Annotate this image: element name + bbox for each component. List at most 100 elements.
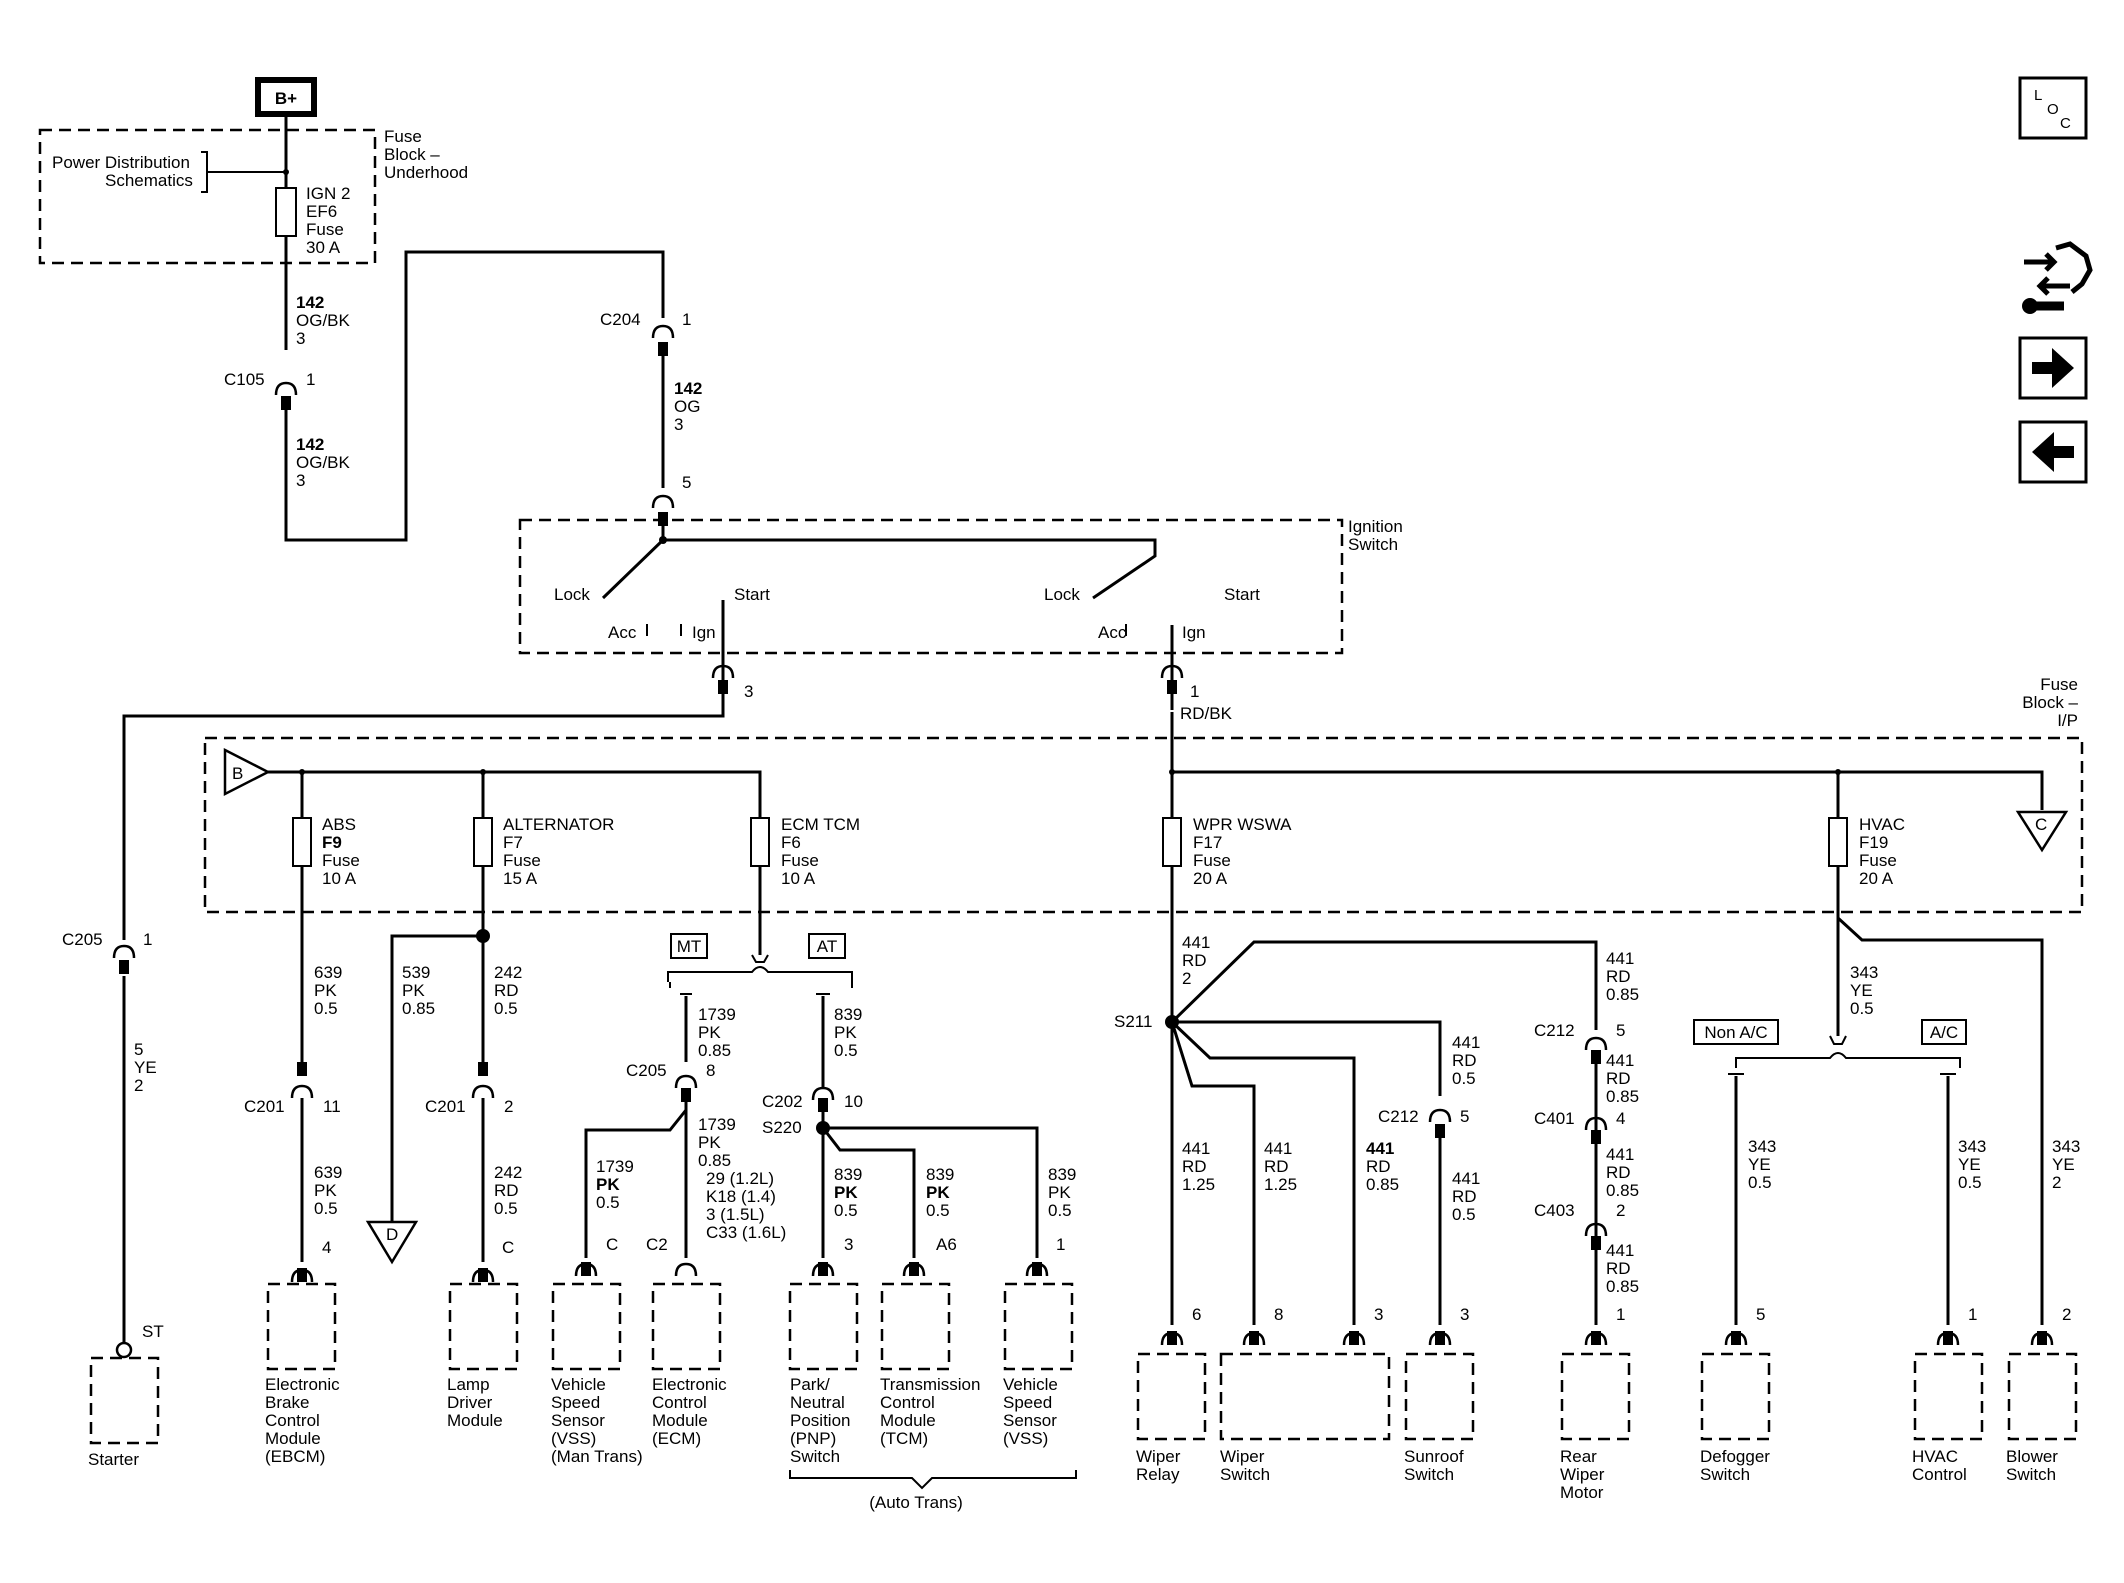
svg-text:C201: C201 bbox=[425, 1097, 466, 1116]
svg-text:0.5: 0.5 bbox=[1958, 1173, 1982, 1192]
svg-text:PK: PK bbox=[596, 1175, 620, 1194]
arrow-left-icon bbox=[2032, 432, 2074, 472]
svg-text:441: 441 bbox=[1606, 1145, 1634, 1164]
svg-text:Electronic: Electronic bbox=[652, 1375, 727, 1394]
starter-pin: ST bbox=[142, 1322, 164, 1341]
svg-text:0.5: 0.5 bbox=[1452, 1205, 1476, 1224]
svg-text:142: 142 bbox=[296, 293, 324, 312]
svg-text:Block –: Block – bbox=[384, 145, 440, 164]
svg-text:Ign: Ign bbox=[1182, 623, 1206, 642]
wire-rd-bk: RD/BK bbox=[1180, 704, 1233, 723]
blower-switch-label: Blower Switch bbox=[2006, 1447, 2058, 1484]
fuse-f17-wpr-wswa bbox=[1162, 817, 1182, 867]
tcm bbox=[880, 1282, 951, 1371]
wire-441-a: 441 RD 2 bbox=[1182, 933, 1210, 988]
svg-text:839: 839 bbox=[926, 1165, 954, 1184]
bus-c-triangle: C bbox=[2015, 810, 2069, 853]
svg-text:15 A: 15 A bbox=[503, 869, 538, 888]
auto-trans-label: (Auto Trans) bbox=[869, 1493, 963, 1512]
svg-text:Ign: Ign bbox=[692, 623, 716, 642]
svg-text:Switch: Switch bbox=[2006, 1465, 2056, 1484]
svg-text:RD: RD bbox=[1452, 1187, 1477, 1206]
svg-text:Vehicle: Vehicle bbox=[1003, 1375, 1058, 1394]
svg-text:Control: Control bbox=[265, 1411, 320, 1430]
svg-text:0.85: 0.85 bbox=[402, 999, 435, 1018]
svg-text:(PNP): (PNP) bbox=[790, 1429, 836, 1448]
svg-text:30 A: 30 A bbox=[306, 238, 341, 257]
tcm-label: Transmission Control Module (TCM) bbox=[880, 1375, 980, 1448]
svg-text:441: 441 bbox=[1452, 1169, 1480, 1188]
splice-s220: S220 bbox=[762, 1118, 802, 1137]
starter-label: Starter bbox=[88, 1450, 139, 1469]
svg-text:C205: C205 bbox=[626, 1061, 667, 1080]
hvac-control-pin: 1 bbox=[1968, 1305, 1977, 1324]
svg-text:0.5: 0.5 bbox=[926, 1201, 950, 1220]
next-page-button[interactable] bbox=[2018, 336, 2088, 400]
svg-text:5: 5 bbox=[682, 473, 691, 492]
fuse-block-ip-label: Fuse Block – I/P bbox=[2022, 675, 2078, 730]
wiper-relay bbox=[1136, 1352, 1207, 1441]
ebcm bbox=[266, 1282, 337, 1371]
vss-man-trans bbox=[551, 1282, 622, 1371]
wire-441-j: 441 RD 0.85 bbox=[1606, 1241, 1639, 1296]
svg-text:441: 441 bbox=[1606, 1241, 1634, 1260]
svg-text:(Man Trans): (Man Trans) bbox=[551, 1447, 643, 1466]
svg-text:Start: Start bbox=[734, 585, 770, 604]
pnp-pin: 3 bbox=[844, 1235, 853, 1254]
pnp-switch-label: Park/ Neutral Position (PNP) Switch bbox=[790, 1375, 850, 1466]
svg-text:I/P: I/P bbox=[2057, 711, 2078, 730]
splice-s211: S211 bbox=[1114, 1012, 1152, 1031]
svg-text:Fuse: Fuse bbox=[503, 851, 541, 870]
svg-text:20 A: 20 A bbox=[1859, 869, 1894, 888]
option-at: AT bbox=[808, 933, 846, 959]
sunroof-switch bbox=[1404, 1352, 1475, 1441]
svg-text:0.85: 0.85 bbox=[698, 1151, 731, 1170]
svg-text:OG/BK: OG/BK bbox=[296, 453, 351, 472]
svg-text:Module: Module bbox=[265, 1429, 321, 1448]
bus-b-triangle: B bbox=[223, 747, 271, 797]
ebcm-pin: 4 bbox=[322, 1238, 331, 1257]
svg-text:Position: Position bbox=[790, 1411, 850, 1430]
svg-text:MT: MT bbox=[677, 937, 702, 956]
svg-text:1.25: 1.25 bbox=[1264, 1175, 1297, 1194]
svg-text:1739: 1739 bbox=[596, 1157, 634, 1176]
svg-text:Relay: Relay bbox=[1136, 1465, 1180, 1484]
svg-text:343: 343 bbox=[1850, 963, 1878, 982]
wrench-swap-icon[interactable] bbox=[2022, 241, 2093, 314]
svg-text:C401: C401 bbox=[1534, 1109, 1575, 1128]
wire-639-b: 639 PK 0.5 bbox=[314, 1163, 342, 1218]
svg-text:639: 639 bbox=[314, 963, 342, 982]
svg-text:839: 839 bbox=[834, 1165, 862, 1184]
svg-text:0.85: 0.85 bbox=[698, 1041, 731, 1060]
previous-page-button[interactable] bbox=[2018, 420, 2088, 484]
svg-text:F19: F19 bbox=[1859, 833, 1888, 852]
svg-text:1739: 1739 bbox=[698, 1005, 736, 1024]
b-plus-source: B+ bbox=[255, 77, 317, 117]
svg-text:Module: Module bbox=[447, 1411, 503, 1430]
loc-button[interactable]: L O C bbox=[2018, 76, 2088, 140]
connector-c401: C401 4 bbox=[1534, 1109, 1625, 1144]
svg-text:2: 2 bbox=[504, 1097, 513, 1116]
svg-text:Schematics: Schematics bbox=[105, 171, 193, 190]
svg-text:PK: PK bbox=[314, 1181, 337, 1200]
svg-text:PK: PK bbox=[698, 1023, 721, 1042]
svg-text:Acc: Acc bbox=[608, 623, 637, 642]
svg-text:Fuse: Fuse bbox=[781, 851, 819, 870]
svg-text:C201: C201 bbox=[244, 1097, 285, 1116]
svg-text:Start: Start bbox=[1224, 585, 1260, 604]
svg-text:YE: YE bbox=[2052, 1155, 2075, 1174]
svg-text:Acc: Acc bbox=[1098, 623, 1127, 642]
svg-text:PK: PK bbox=[834, 1023, 857, 1042]
ecm bbox=[651, 1282, 722, 1371]
svg-text:Module: Module bbox=[652, 1411, 708, 1430]
svg-text:Defogger: Defogger bbox=[1700, 1447, 1770, 1466]
svg-text:Rear: Rear bbox=[1560, 1447, 1597, 1466]
svg-text:C202: C202 bbox=[762, 1092, 803, 1111]
wire-1739-a: 1739 PK 0.85 bbox=[698, 1005, 736, 1060]
svg-text:0.5: 0.5 bbox=[834, 1201, 858, 1220]
svg-text:C212: C212 bbox=[1378, 1107, 1419, 1126]
fuse-f17-label: WPR WSWA F17 Fuse 20 A bbox=[1193, 815, 1292, 888]
svg-text:0.85: 0.85 bbox=[1606, 1277, 1639, 1296]
svg-text:Switch: Switch bbox=[1220, 1465, 1270, 1484]
svg-text:Module: Module bbox=[880, 1411, 936, 1430]
